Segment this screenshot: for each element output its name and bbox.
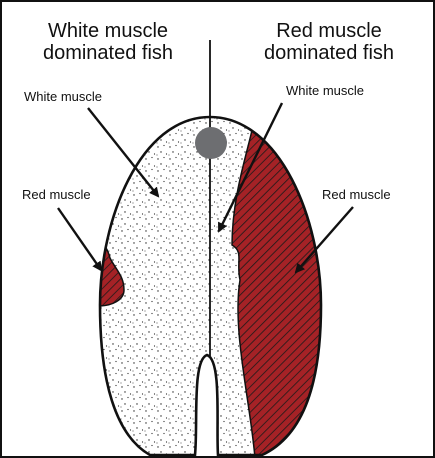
fish-cross-section: [96, 40, 330, 458]
backbone-circle: [195, 127, 227, 159]
label-red-muscle-right: Red muscle: [322, 188, 391, 203]
label-white-muscle-right: White muscle: [286, 84, 364, 99]
heading-red-muscle-dominated: Red muscle dominated fish: [244, 20, 414, 65]
label-white-muscle-left: White muscle: [24, 90, 102, 105]
arrow-red-muscle-left: [58, 208, 101, 270]
label-red-muscle-left: Red muscle: [22, 188, 91, 203]
heading-white-muscle-dominated: White muscle dominated fish: [28, 20, 188, 65]
